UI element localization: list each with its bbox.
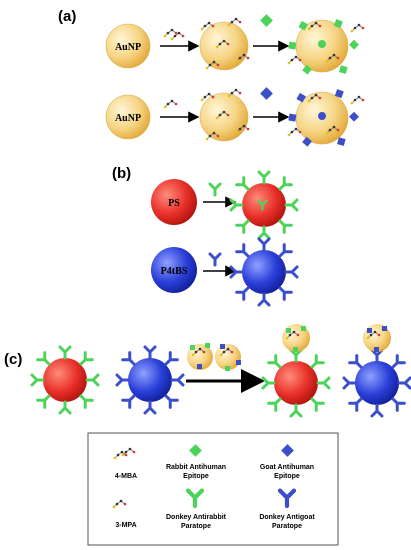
- p4tbs-label: P4tBS: [161, 266, 188, 277]
- aunp-label-2: AuNP: [115, 113, 141, 124]
- aunp-label-1: AuNP: [115, 42, 141, 53]
- legend-donkey-antigoat: Donkey Antigoat Paratope: [259, 514, 315, 530]
- c-nanoparticle-mix: [187, 343, 241, 371]
- aunp-functionalized-1: [199, 17, 250, 71]
- 4-mba-molecule-icon: [163, 28, 185, 41]
- ps-bead-antibody: [229, 170, 299, 240]
- 3-mpa-molecule-icon: [163, 99, 178, 109]
- donkey-antirabbit-icon: [208, 182, 222, 197]
- c-blue-bead-bound: [342, 324, 411, 418]
- goat-epitope-icon: [260, 87, 273, 100]
- legend-4-mba: 4-MBA: [115, 473, 137, 480]
- p4tbs-bead: P4tBS: [151, 247, 197, 293]
- legend-goat-epitope-icon: [281, 444, 294, 457]
- aunp-bare-2: AuNP: [105, 94, 151, 140]
- panel-a-label: (a): [58, 8, 76, 25]
- legend: 4-MBA Rabbit Antihuman Epitope Goat Anti…: [87, 432, 339, 546]
- aunp-functionalized-2: [199, 88, 250, 142]
- panel-c-label: (c): [4, 351, 22, 368]
- legend-donkey-antirabbit: Donkey Antirabbit Paratope: [165, 514, 227, 530]
- donkey-antigoat-icon: [208, 252, 222, 267]
- legend-rabbit-epitope: Rabbit Antihuman Epitope: [165, 464, 226, 480]
- rabbit-epitope-icon: [260, 14, 273, 27]
- legend-rabbit-epitope-icon: [189, 444, 202, 457]
- aunp-bare-1: AuNP: [105, 23, 151, 69]
- legend-goat-epitope: Goat Antihuman Epitope: [259, 464, 315, 480]
- c-red-bead-bound: [261, 324, 331, 418]
- aunp-epitope-blue: [287, 89, 365, 147]
- legend-3-mpa: 3-MPA: [115, 522, 136, 529]
- ps-bead: PS: [151, 179, 197, 225]
- panel-b-label: (b): [112, 165, 131, 182]
- ps-label: PS: [168, 198, 180, 209]
- aunp-epitope-green: [287, 19, 365, 75]
- c-red-bead: [30, 345, 100, 415]
- c-blue-bead: [115, 345, 185, 415]
- p4tbs-bead-antibody: [229, 237, 299, 307]
